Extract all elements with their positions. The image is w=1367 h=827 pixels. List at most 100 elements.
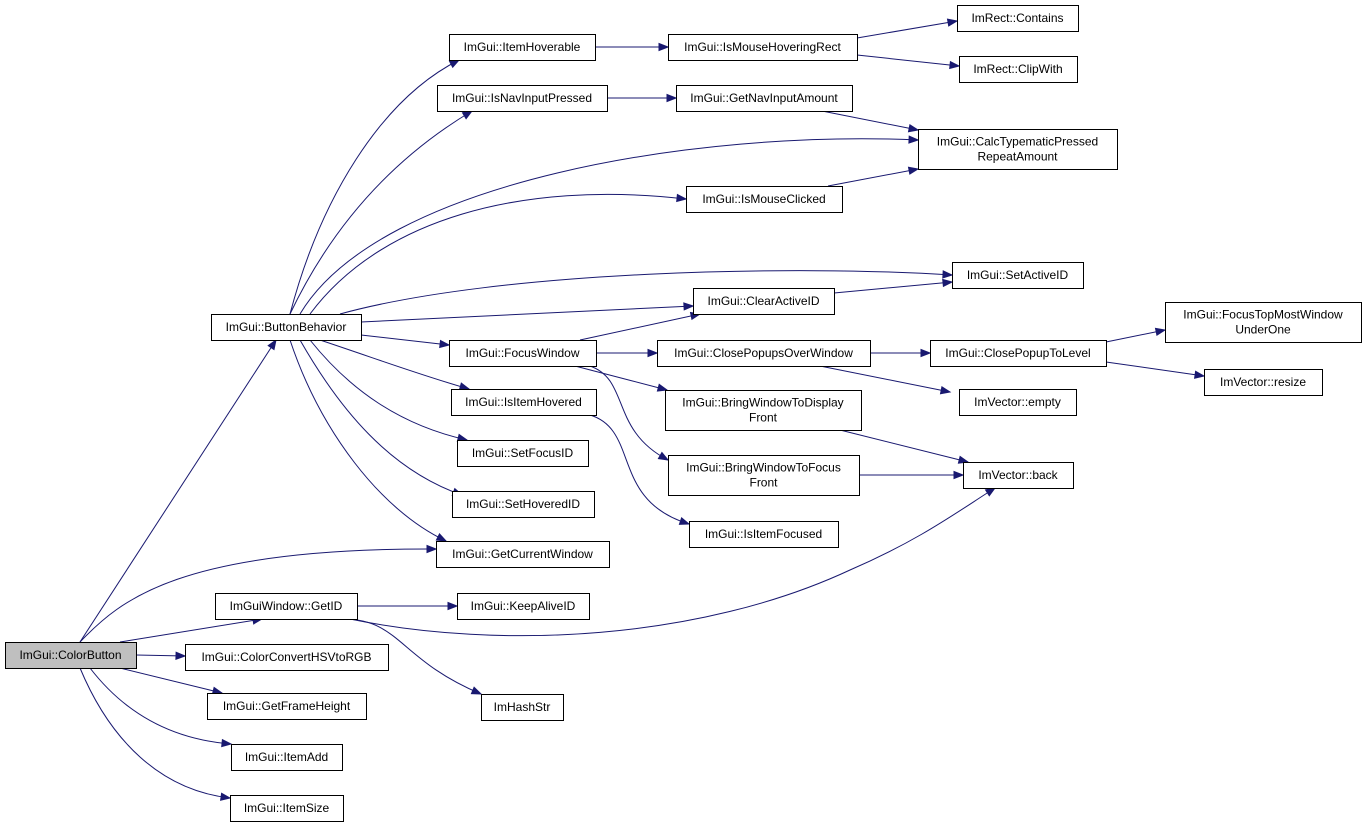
edge-ismousehoveringrect-to-imrect_clipwith <box>856 54 961 70</box>
edge-colorbutton-to-imguiwindow_getid <box>119 616 264 643</box>
node-label: ImGuiWindow::GetID <box>230 599 343 613</box>
edge-buttonbehavior-to-setfocusid <box>309 339 469 442</box>
node-label: UnderOne <box>1235 323 1291 337</box>
node-label: ImGui::CalcTypematicPressed <box>937 135 1098 149</box>
node-label: RepeatAmount <box>977 150 1058 164</box>
node-sethoveredid[interactable]: ImGui::SetHoveredID <box>452 491 595 518</box>
node-label: ImRect::Contains <box>971 11 1063 25</box>
edge-isnavinputpressed-to-getnavinputamount <box>607 93 678 103</box>
node-label: ImGui::SetActiveID <box>967 268 1069 282</box>
node-label: ImGui::SetHoveredID <box>466 497 580 511</box>
node-label: ImHashStr <box>494 700 551 714</box>
node-clearactiveid[interactable]: ImGui::ClearActiveID <box>693 288 835 315</box>
node-imvector-resize[interactable]: ImVector::resize <box>1204 369 1323 396</box>
edge-buttonbehavior-to-focuswindow <box>360 334 451 349</box>
node-keepaliveid[interactable]: ImGui::KeepAliveID <box>457 593 590 620</box>
edge-colorbutton-to-getcurrentwindow <box>79 544 438 643</box>
edge-colorbutton-to-buttonbehavior <box>79 338 277 643</box>
node-label: ImGui::ClearActiveID <box>707 294 819 308</box>
node-label: ImGui::ItemHoverable <box>464 40 581 54</box>
edge-buttonbehavior-to-clearactiveid <box>360 302 695 323</box>
node-imhashstr[interactable]: ImHashStr <box>481 694 564 721</box>
edge-colorbutton-to-colorconvert <box>135 651 187 661</box>
node-getnavinputamount[interactable]: ImGui::GetNavInputAmount <box>676 85 853 112</box>
node-label: ImGui::BringWindowToDisplay <box>682 396 843 410</box>
node-focuswindow[interactable]: ImGui::FocusWindow <box>449 340 597 367</box>
edge-focuswindow-to-bringdisplayfront <box>574 365 669 392</box>
node-label: ImGui::BringWindowToFocus <box>686 461 841 475</box>
edge-buttonbehavior-to-ismouseclicked <box>309 193 688 315</box>
node-label: ImGui::ClosePopupToLevel <box>945 346 1090 360</box>
node-label: ImVector::empty <box>974 395 1061 409</box>
node-getframeheight[interactable]: ImGui::GetFrameHeight <box>207 693 367 720</box>
node-label: ImGui::GetFrameHeight <box>223 699 351 713</box>
node-itemhoverable[interactable]: ImGui::ItemHoverable <box>449 34 596 61</box>
edge-bringfocusfront-to-imvector_back <box>859 470 965 480</box>
node-isnavinputpressed[interactable]: ImGui::IsNavInputPressed <box>437 85 608 112</box>
node-label: ImGui::KeepAliveID <box>471 599 576 613</box>
edge-buttonbehavior-to-calctypematic <box>299 135 920 315</box>
node-label: ImGui::IsItemFocused <box>705 527 822 541</box>
node-getcurrentwindow[interactable]: ImGui::GetCurrentWindow <box>436 541 610 568</box>
node-closepopupsoverwindow[interactable]: ImGui::ClosePopupsOverWindow <box>657 340 871 367</box>
edge-focuswindow-to-bringfocusfront <box>589 365 670 461</box>
node-label: ImGui::FocusWindow <box>465 346 579 360</box>
node-label: ImGui::FocusTopMostWindow <box>1183 308 1343 322</box>
edge-isitemhovered-to-isitemfocused <box>589 414 691 525</box>
node-label: ImVector::back <box>978 468 1058 482</box>
edge-focuswindow-to-closepopupsoverwindow <box>596 348 659 358</box>
edge-buttonbehavior-to-isitemhovered <box>319 339 471 391</box>
edge-colorbutton-to-itemadd <box>89 667 233 748</box>
node-label: ImGui::IsNavInputPressed <box>452 91 592 105</box>
node-label: ImGui::ItemSize <box>244 801 330 815</box>
node-ismousehoveringrect[interactable]: ImGui::IsMouseHoveringRect <box>668 34 858 61</box>
edge-closepopuptolevel-to-imvector_resize <box>1105 361 1206 379</box>
node-label: Front <box>749 476 778 490</box>
node-imrect-clipwith[interactable]: ImRect::ClipWith <box>959 56 1078 83</box>
edge-imguiwindow_getid-to-keepaliveid <box>357 601 459 611</box>
node-label: ImGui::IsMouseHoveringRect <box>684 40 841 54</box>
node-label: Front <box>749 411 778 425</box>
node-imvector-back[interactable]: ImVector::back <box>963 462 1074 489</box>
node-colorbutton[interactable]: ImGui::ColorButton <box>5 642 137 669</box>
node-colorconvert[interactable]: ImGui::ColorConvertHSVtoRGB <box>185 644 389 671</box>
node-label: ImGui::ColorButton <box>19 648 121 662</box>
node-setfocusid[interactable]: ImGui::SetFocusID <box>457 440 589 467</box>
node-label: ImVector::resize <box>1220 375 1306 389</box>
node-itemadd[interactable]: ImGui::ItemAdd <box>231 744 343 771</box>
node-label: ImGui::ButtonBehavior <box>226 320 347 334</box>
edge-itemhoverable-to-ismousehoveringrect <box>595 42 670 52</box>
edge-colorbutton-to-itemsize <box>79 667 232 801</box>
edge-ismouseclicked-to-calctypematic <box>827 166 920 187</box>
edge-closepopupsoverwindow-to-closepopuptolevel <box>870 348 932 358</box>
node-itemsize[interactable]: ImGui::ItemSize <box>230 795 344 822</box>
node-label: ImGui::SetFocusID <box>472 446 574 460</box>
node-isitemfocused[interactable]: ImGui::IsItemFocused <box>689 521 839 548</box>
node-label: ImGui::GetNavInputAmount <box>690 91 838 105</box>
edge-buttonbehavior-to-isnavinputpressed <box>289 110 474 315</box>
node-imvector-empty[interactable]: ImVector::empty <box>959 389 1077 416</box>
node-label: ImGui::GetCurrentWindow <box>452 547 593 561</box>
node-ismouseclicked[interactable]: ImGui::IsMouseClicked <box>686 186 843 213</box>
node-label: ImGui::ColorConvertHSVtoRGB <box>201 650 371 664</box>
node-isitemhovered[interactable]: ImGui::IsItemHovered <box>451 389 597 416</box>
node-label: ImGui::ItemAdd <box>245 750 328 764</box>
node-label: ImGui::IsMouseClicked <box>702 192 825 206</box>
edge-buttonbehavior-to-getcurrentwindow <box>289 339 448 542</box>
edge-ismousehoveringrect-to-imrect_contains <box>856 18 959 39</box>
node-label: ImRect::ClipWith <box>973 62 1062 76</box>
node-imrect-contains[interactable]: ImRect::Contains <box>957 5 1079 32</box>
node-closepopuptolevel[interactable]: ImGui::ClosePopupToLevel <box>930 340 1107 367</box>
node-setactiveid[interactable]: ImGui::SetActiveID <box>952 262 1084 289</box>
node-buttonbehavior[interactable]: ImGui::ButtonBehavior <box>211 314 362 341</box>
edge-colorbutton-to-getframeheight <box>119 667 224 695</box>
node-imguiwindow-getid[interactable]: ImGuiWindow::GetID <box>215 593 358 620</box>
edge-closepopupsoverwindow-to-imvector_empty <box>819 365 952 395</box>
edge-clearactiveid-to-setactiveid <box>833 278 954 294</box>
node-label: ImGui::IsItemHovered <box>465 395 582 409</box>
